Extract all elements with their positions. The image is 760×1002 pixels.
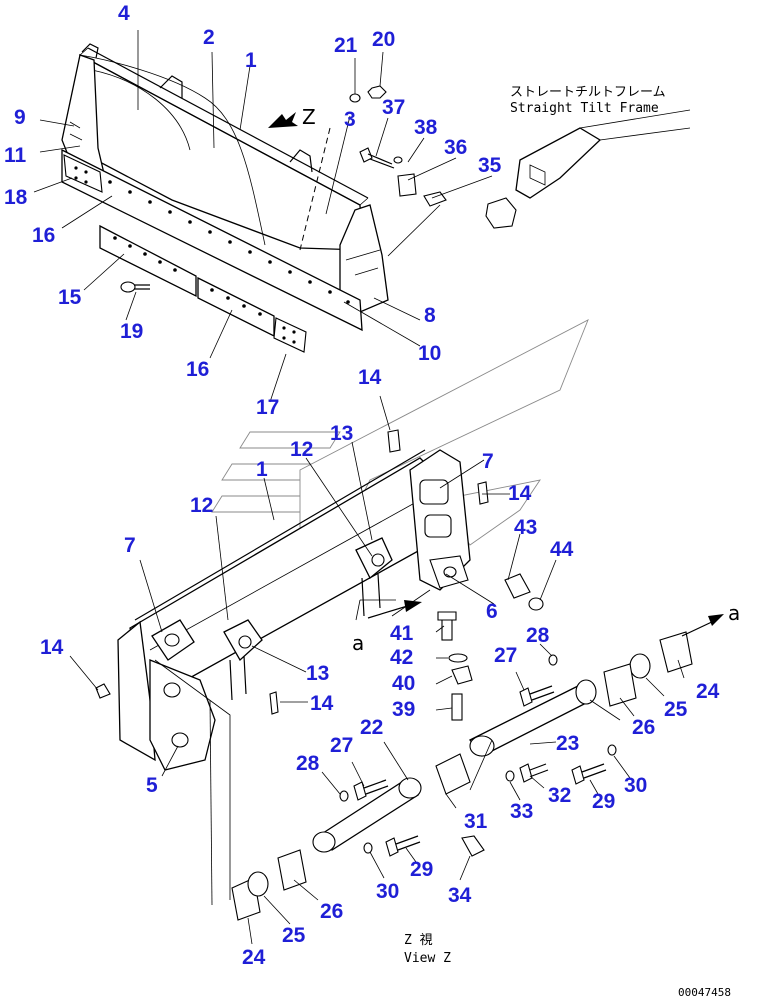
callout-28-left: 28 — [296, 752, 320, 775]
view-label-en: View Z — [404, 951, 451, 966]
callout-40: 40 — [392, 672, 415, 695]
callout-16-bottom: 16 — [186, 358, 209, 381]
callout-4: 4 — [118, 2, 130, 25]
callout-1-lower: 1 — [256, 458, 268, 481]
callout-27-right: 27 — [494, 644, 517, 667]
callout-43: 43 — [514, 516, 537, 539]
drawing-number: 00047458 — [678, 986, 731, 999]
callout-19: 19 — [120, 320, 143, 343]
blade-upper-view — [61, 43, 389, 332]
callout-18: 18 — [4, 186, 28, 209]
callout-29-right: 29 — [592, 790, 615, 813]
callout-34: 34 — [448, 884, 472, 907]
callout-42: 42 — [390, 646, 413, 669]
frame-label-jp: ストレートチルトフレーム — [510, 85, 666, 100]
callout-17: 17 — [256, 396, 279, 419]
callout-29-left: 29 — [410, 858, 433, 881]
callout-35: 35 — [478, 154, 502, 177]
callout-10: 10 — [418, 342, 441, 365]
callout-9: 9 — [14, 106, 26, 129]
callout-24-right: 24 — [696, 680, 720, 703]
callout-7-left: 7 — [124, 534, 136, 557]
callout-26-right: 26 — [632, 716, 655, 739]
callout-22: 22 — [360, 716, 383, 739]
callout-27-left: 27 — [330, 734, 353, 757]
callout-30-right: 30 — [624, 774, 647, 797]
callout-1-top: 1 — [245, 49, 257, 72]
callout-23: 23 — [556, 732, 579, 755]
callout-12-left: 12 — [190, 494, 213, 517]
callout-14-right: 14 — [508, 482, 532, 505]
hardware-stack — [437, 611, 473, 721]
view-marker-z: Z — [302, 105, 316, 129]
callout-14-mid: 14 — [310, 692, 334, 715]
callout-37: 37 — [382, 96, 405, 119]
callout-6: 6 — [486, 600, 498, 623]
callout-39: 39 — [392, 698, 415, 721]
callout-31: 31 — [464, 810, 488, 833]
arrow-marker-a-bottom: a — [352, 631, 364, 655]
callout-36: 36 — [444, 136, 467, 159]
callout-15: 15 — [58, 286, 82, 309]
callout-numbers: 4 2 1 9 11 18 16 15 19 16 17 3 8 10 21 2… — [4, 2, 720, 969]
callout-41: 41 — [390, 622, 414, 645]
callout-33: 33 — [510, 800, 533, 823]
callout-14-left: 14 — [40, 636, 64, 659]
blade-lower-view — [95, 429, 544, 906]
callout-8: 8 — [424, 304, 436, 327]
tilt-linkage — [231, 614, 724, 921]
callout-25-left: 25 — [282, 924, 306, 947]
view-z-arrow-icon — [268, 112, 298, 128]
callout-24-left: 24 — [242, 946, 266, 969]
callout-14-top: 14 — [358, 366, 382, 389]
callout-38: 38 — [414, 116, 438, 139]
frame-label-en: Straight Tilt Frame — [510, 101, 659, 116]
callout-13-mid: 13 — [306, 662, 329, 685]
callout-32: 32 — [548, 784, 571, 807]
leader-lines — [33, 30, 685, 945]
exploded-cutting-edges — [99, 224, 307, 353]
callout-28-right: 28 — [526, 624, 550, 647]
cutting-edge-bolt-holes — [88, 170, 350, 304]
callout-44: 44 — [550, 538, 574, 561]
callout-5: 5 — [146, 774, 158, 797]
callout-30-left: 30 — [376, 880, 399, 903]
callout-3: 3 — [344, 108, 356, 131]
callout-26-left: 26 — [320, 900, 343, 923]
callout-25-right: 25 — [664, 698, 688, 721]
callout-13-top: 13 — [330, 422, 353, 445]
callout-21: 21 — [334, 34, 358, 57]
callout-16-left: 16 — [32, 224, 55, 247]
callout-2: 2 — [203, 26, 215, 49]
callout-7-right: 7 — [482, 450, 494, 473]
view-label-jp: Z 視 — [404, 933, 433, 948]
arrow-marker-a-right: a — [728, 601, 740, 625]
top-right-hardware — [349, 85, 691, 257]
callout-12-top: 12 — [290, 438, 313, 461]
callout-11: 11 — [4, 144, 27, 167]
callout-20: 20 — [372, 28, 395, 51]
